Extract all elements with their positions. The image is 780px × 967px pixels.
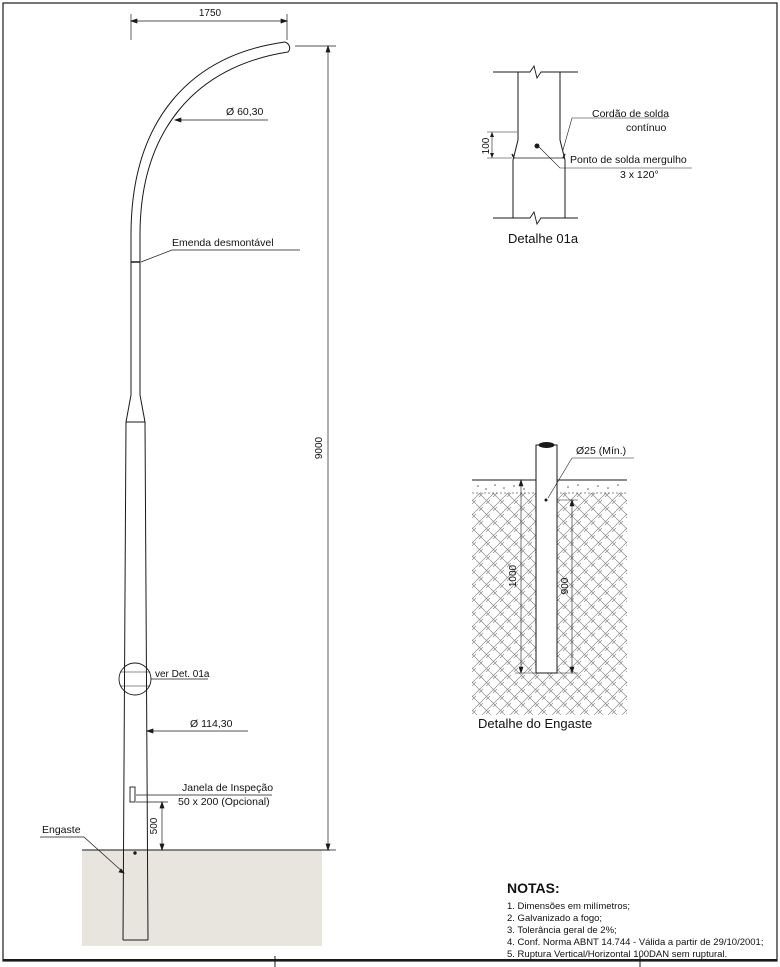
dim-window-height bbox=[136, 800, 168, 852]
notes-title: NOTAS: bbox=[507, 880, 560, 896]
drain-hole bbox=[544, 498, 548, 502]
note-item: 4. Conf. Norma ABNT 14.744 - Válida a pa… bbox=[507, 937, 763, 948]
note-item: 3. Tolerância geral de 2%; bbox=[507, 925, 617, 936]
dim-arm-reach bbox=[129, 14, 289, 40]
splice-label: Emenda desmontável bbox=[172, 237, 274, 249]
dim-total-height bbox=[295, 44, 336, 852]
ground-area bbox=[82, 850, 322, 946]
embedded-pole bbox=[535, 444, 558, 674]
window-label-line1: Janela de Inspeção bbox=[182, 782, 273, 794]
detail-01a-weld-line1: Cordão de solda bbox=[592, 108, 669, 120]
shaft-diameter-label: Ø 114,30 bbox=[190, 718, 233, 730]
window-height-label: 500 bbox=[149, 817, 160, 834]
detail-embed-caption: Detalhe do Engaste bbox=[478, 716, 592, 731]
dim-total-height-label: 9000 bbox=[314, 436, 325, 459]
arm-diameter-label: Ø 60,30 bbox=[226, 106, 264, 118]
main-pole-view: 1750 9000 Ø 60,30 Emenda desmontável ver… bbox=[40, 8, 336, 946]
notes-block: NOTAS: 1. Dimensões em milímetros; 2. Ga… bbox=[507, 880, 763, 960]
detail-01a-spot-line2: 3 x 120° bbox=[620, 169, 659, 181]
leader-shaft-diameter bbox=[145, 728, 248, 734]
note-item: 1. Dimensões em milímetros; bbox=[507, 901, 630, 912]
detail-embed-view bbox=[472, 442, 634, 715]
detail-embed-depth-hole: 900 bbox=[560, 577, 571, 594]
note-item: 2. Galvanizado a fogo; bbox=[507, 913, 602, 924]
leader-arm-diameter bbox=[173, 117, 268, 123]
detail-01a-caption: Detalhe 01a bbox=[508, 231, 579, 246]
note-item: 5. Ruptura Vertical/Horizontal 100DAN se… bbox=[507, 949, 727, 960]
detail-01a-sleeve-dim: 100 bbox=[481, 137, 492, 154]
dim-arm-reach-label: 1750 bbox=[199, 8, 222, 19]
detail-01a-view bbox=[487, 64, 692, 226]
embed-label: Engaste bbox=[42, 824, 81, 836]
detail-01a-weld-line2: contínuo bbox=[626, 122, 666, 134]
detail-embed-hole-label: Ø25 (Mín.) bbox=[576, 445, 626, 457]
pole-shaft bbox=[122, 41, 291, 941]
leader-splice bbox=[140, 249, 300, 263]
window-label-line2: 50 x 200 (Opcional) bbox=[178, 796, 270, 808]
detail-reference-label: ver Det. 01a bbox=[155, 669, 210, 680]
detail-01a-spot-line1: Ponto de solda mergulho bbox=[570, 154, 687, 166]
detail-embed-depth-total: 1000 bbox=[508, 564, 519, 587]
inspection-window bbox=[129, 786, 136, 803]
leader-embed bbox=[40, 836, 125, 874]
weld-spot bbox=[534, 143, 540, 149]
